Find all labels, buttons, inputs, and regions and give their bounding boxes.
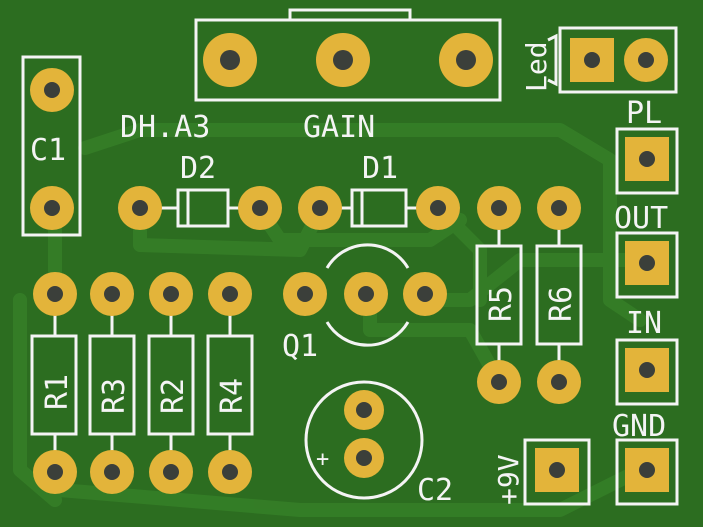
label-r6: R6 — [544, 286, 579, 322]
led-outline — [558, 26, 678, 94]
in-outline — [615, 338, 679, 406]
label-q1: Q1 — [282, 329, 318, 364]
c1-outline — [21, 55, 82, 237]
label-in: IN — [626, 306, 662, 341]
label-r4: R4 — [215, 378, 250, 414]
label-dh-a3: DH.A3 — [120, 110, 210, 145]
d2-outline — [176, 188, 230, 228]
label-gnd: GND — [612, 409, 666, 444]
c2-outline — [304, 380, 424, 500]
silkscreen-outlines — [21, 8, 679, 506]
label-c2-plus: + — [316, 447, 329, 472]
label-c1: C1 — [30, 133, 66, 168]
label-d2: D2 — [180, 151, 216, 186]
label-r3: R3 — [97, 378, 132, 414]
out-outline — [615, 231, 679, 299]
pads — [30, 33, 669, 494]
gnd-outline — [615, 438, 679, 506]
pl-outline — [615, 127, 679, 195]
label-pl: PL — [626, 96, 662, 131]
label-out: OUT — [614, 201, 668, 236]
label-led: Led — [520, 41, 553, 92]
label-gain: GAIN — [303, 110, 375, 145]
label-9v: +9V — [492, 454, 525, 505]
gain-pot-shaft-outline — [288, 8, 412, 20]
gain-pot-outline — [194, 18, 502, 102]
silkscreen-labels: C1 DH.A3 GAIN D2 D1 Led PL OUT IN GND R1… — [30, 41, 668, 508]
label-c2: C2 — [417, 473, 453, 508]
d1-outline — [350, 188, 408, 228]
label-r2: R2 — [156, 378, 191, 414]
label-r1: R1 — [40, 374, 75, 410]
q1-outline-top — [325, 243, 410, 269]
label-d1: D1 — [362, 151, 398, 186]
q1-outline-bottom — [325, 321, 410, 347]
v9-outline — [523, 438, 591, 506]
label-r5: R5 — [484, 286, 519, 322]
